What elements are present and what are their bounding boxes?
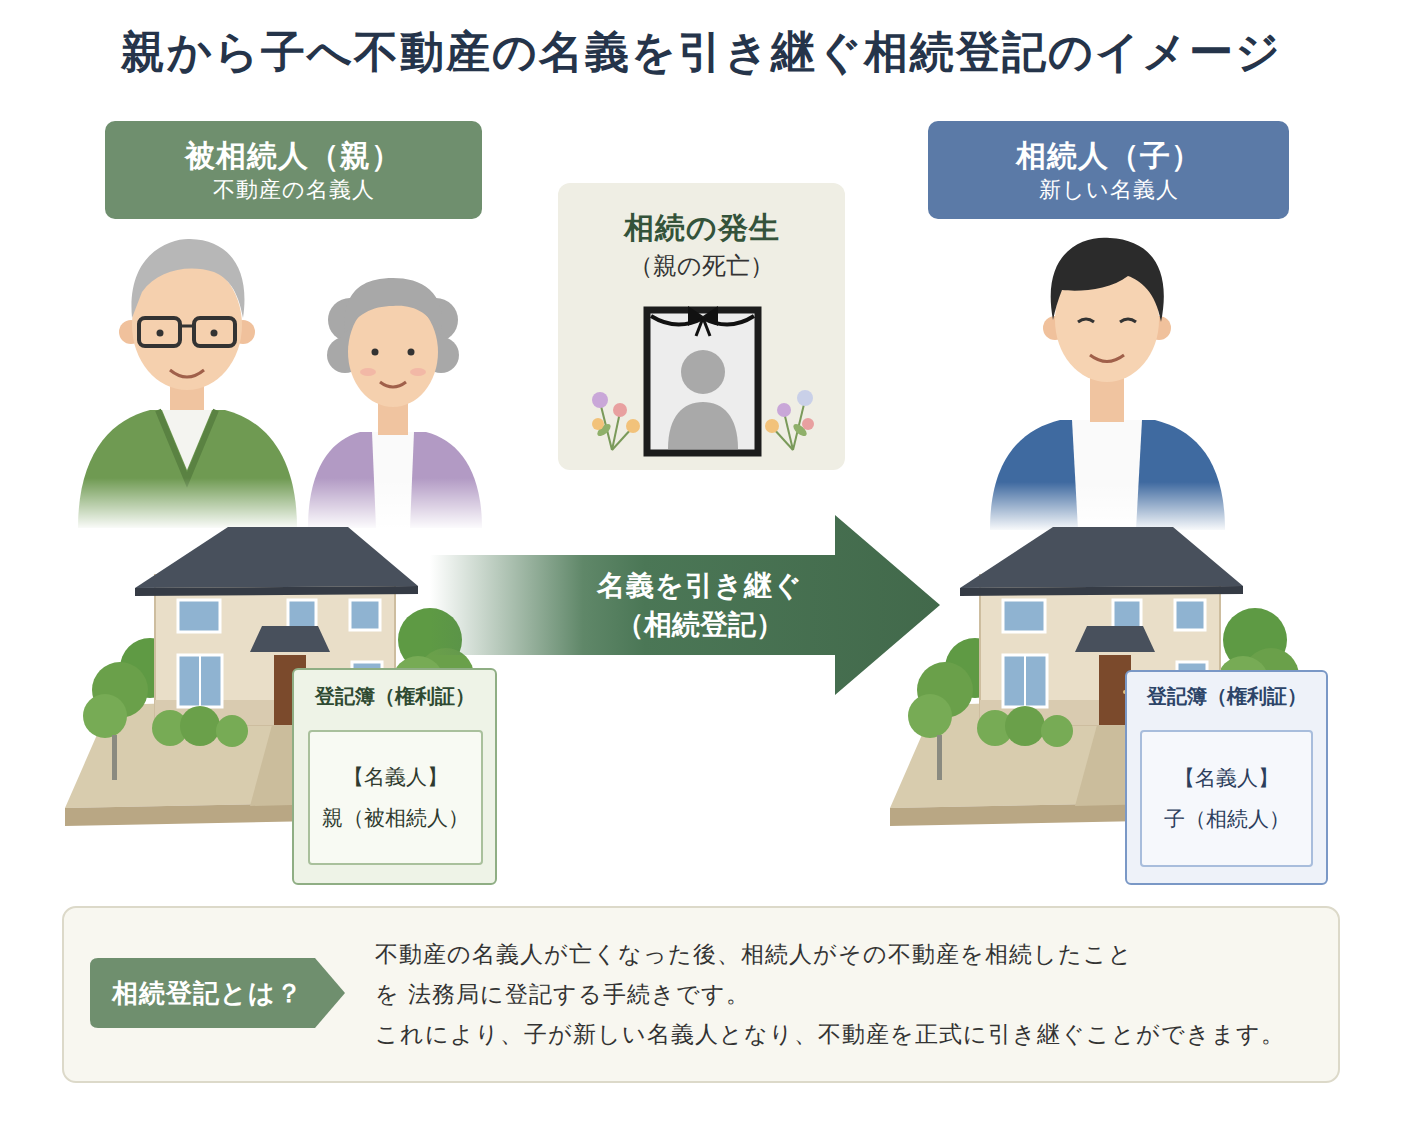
explanation-text: 不動産の名義人が亡くなった後、相続人がその不動産を相続したことを 法務局に登記す… xyxy=(375,934,1155,1014)
memorial-portrait xyxy=(703,318,710,336)
grandfather-figure xyxy=(194,318,235,346)
card-heading: 登記簿（権利証） xyxy=(315,684,475,709)
owner-field: 【名義人】親（被相続人） xyxy=(308,730,483,865)
page-title: 親から子へ不動産の名義を引き継ぐ相続登記のイメージ xyxy=(0,24,1402,79)
son-figure xyxy=(1078,319,1094,322)
memorial-portrait xyxy=(668,402,738,449)
explanation-panel: 不動産の名義人が亡くなった後、相続人がその不動産を相続したことを 法務局に登記す… xyxy=(62,906,1340,1083)
memorial-portrait xyxy=(681,350,725,394)
field-label: 【名義人】 xyxy=(343,764,448,790)
grandmother-figure xyxy=(380,382,406,387)
grandfather-figure xyxy=(157,330,164,337)
grandmother-figure xyxy=(408,349,415,356)
registry-card: 登記簿（権利証） 【名義人】親（被相続人） xyxy=(292,668,497,885)
card-heading: 登記簿（権利証） xyxy=(1147,684,1307,709)
son-figure xyxy=(1051,238,1164,322)
box-subtext: 不動産の名義人 xyxy=(213,176,375,204)
flower-bouquet xyxy=(765,419,779,433)
transfer-arrow: 名義を引き継ぐ （相続登記） xyxy=(430,515,940,695)
field-label: 【名義人】 xyxy=(1174,765,1279,791)
figure-fade xyxy=(60,478,500,530)
grandmother-figure xyxy=(360,368,376,376)
box-heading: 相続人（子） xyxy=(1016,137,1202,175)
memorial-portrait xyxy=(558,183,845,470)
grandfather-figure xyxy=(180,325,194,328)
flower-bouquet xyxy=(592,390,814,450)
tag-shape xyxy=(90,958,345,1028)
explanation-tag: 相続登記とは？ xyxy=(90,958,345,1028)
field-value: 親（被相続人） xyxy=(322,805,469,831)
figure-fade xyxy=(980,482,1240,532)
box-heading: 相続の発生 xyxy=(624,209,780,247)
grandfather-figure xyxy=(211,330,218,337)
arrow-shape xyxy=(430,515,940,695)
memorial-portrait xyxy=(647,310,758,453)
son-figure xyxy=(1090,355,1124,362)
grandfather-figure xyxy=(158,410,216,480)
flower-bouquet xyxy=(777,403,791,417)
explanation-text: これにより、子が新しい名義人となり、不動産を正式に引き継ぐことができます。 xyxy=(375,1014,1318,1054)
tag-label: 相続登記とは？ xyxy=(112,977,303,1010)
arrow-label: （相続登記） xyxy=(616,607,784,642)
box-subtext: 新しい名義人 xyxy=(1039,176,1179,204)
flower-bouquet xyxy=(797,390,813,406)
grandfather-figure xyxy=(170,370,204,377)
grandmother-figure xyxy=(372,349,379,356)
flower-bouquet xyxy=(626,419,640,433)
flower-bouquet xyxy=(613,403,627,417)
arrow-label: 名義を引き継ぐ xyxy=(597,568,803,603)
field-value: 子（相続人） xyxy=(1164,806,1290,832)
heir-label-box: 相続人（子）新しい名義人 xyxy=(928,121,1289,219)
arrow-shape xyxy=(430,515,940,695)
flower-bouquet xyxy=(592,392,608,408)
grandfather-figure xyxy=(131,239,244,318)
decedent-label-box: 被相続人（親）不動産の名義人 xyxy=(105,121,482,219)
memorial-portrait xyxy=(558,183,845,470)
event-box: 相続の発生 （親の死亡） xyxy=(558,183,845,470)
box-subtext: （親の死亡） xyxy=(629,251,774,281)
flower-bouquet xyxy=(592,418,604,430)
grandmother-figure xyxy=(344,278,442,335)
grandmother-figure xyxy=(410,368,426,376)
box-heading: 被相続人（親） xyxy=(185,137,402,175)
grandfather-figure xyxy=(139,318,180,346)
owner-field: 【名義人】子（相続人） xyxy=(1140,730,1313,867)
memorial-portrait xyxy=(696,318,703,336)
son-figure xyxy=(1090,378,1124,422)
flower-bouquet xyxy=(802,418,814,430)
son-figure xyxy=(1120,319,1136,322)
registry-card: 登記簿（権利証） 【名義人】子（相続人） xyxy=(1125,670,1328,885)
